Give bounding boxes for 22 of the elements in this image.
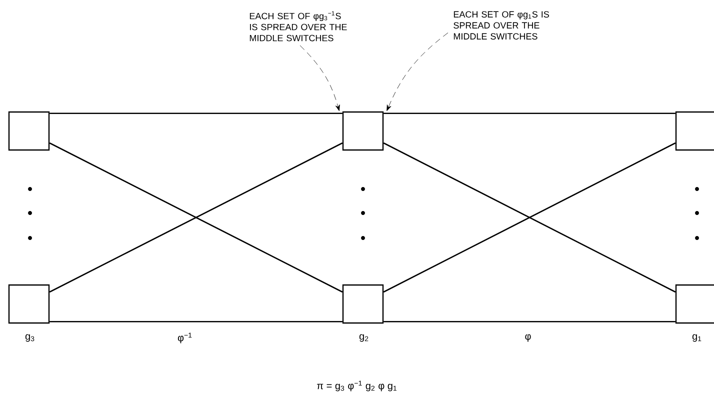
crossing-lines [382, 142, 676, 293]
leader-arrow [386, 32, 448, 112]
switch-box [8, 284, 50, 324]
column-label: φ [525, 334, 531, 342]
switch-box [675, 111, 714, 151]
connection-line [50, 112, 342, 114]
switch-box [8, 111, 50, 151]
column-label: g$_{1}$ [692, 334, 702, 342]
callout-text: EACH SET OF φg$_{3}$$^{−1}$S IS SPREAD OVER THE MIDDLE SWITCHES [250, 11, 347, 42]
switch-box [342, 284, 384, 324]
callout-text: EACH SET OF φg$_{1}$S IS SPREAD OVER THE MIDDLE SWITCHES [454, 11, 549, 40]
switch-box [342, 111, 384, 151]
column-label: g$_{2}$ [359, 334, 368, 342]
leader-arrow [300, 45, 340, 112]
connection-line [384, 320, 676, 322]
connection-line [384, 112, 676, 114]
connection-line [50, 320, 342, 322]
crossing-lines [48, 142, 344, 293]
formula-text: π = g$_{3}$ φ$^{−1}$ g$_{2}$ φ g$_{1}$ [317, 380, 397, 392]
column-label: φ$^{−1}$ [178, 332, 192, 344]
column-label: g$_{3}$ [25, 334, 34, 342]
switch-box [675, 284, 714, 324]
